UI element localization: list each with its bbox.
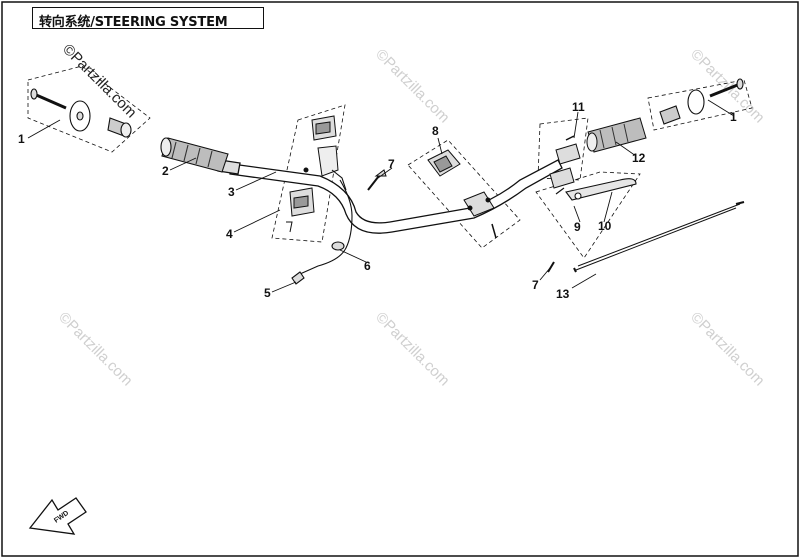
callout-1-left: 1 [18, 132, 25, 146]
callout-5: 5 [264, 286, 271, 300]
switch-assembly [286, 115, 339, 233]
fwd-arrow-icon: FWD [28, 497, 87, 535]
right-bar-end [659, 78, 744, 125]
watermark-5: ©Partzilla.com [687, 309, 768, 390]
brake-lever [555, 178, 637, 201]
callout-6: 6 [364, 259, 371, 273]
watermark-3: ©Partzilla.com [55, 309, 136, 390]
page-title: 转向系统/STEERING SYSTEM [39, 15, 228, 30]
watermark-1: ©Partzilla.com [372, 46, 453, 127]
callout-2: 2 [162, 164, 169, 178]
callout-7-right: 7 [532, 278, 539, 292]
callout-10: 10 [598, 219, 612, 233]
group-box-left-end [27, 65, 151, 153]
title-box: 转向系统/STEERING SYSTEM [32, 7, 264, 30]
leader-lines [27, 99, 735, 293]
callout-labels: 1 1 2 3 4 5 6 7 7 8 9 10 11 12 13 [18, 100, 737, 301]
callout-3: 3 [228, 185, 235, 199]
watermark-2: ©Partzilla.com [687, 46, 768, 127]
callout-12: 12 [632, 151, 646, 165]
callout-11: 11 [572, 100, 585, 114]
throttle-cable [573, 201, 745, 273]
left-grip [160, 137, 229, 173]
watermark-4: ©Partzilla.com [372, 309, 453, 390]
switch-cable [291, 169, 353, 285]
watermarks: ©Partzilla.com ©Partzilla.com ©Partzilla… [55, 41, 768, 390]
clamp-part-8 [427, 149, 497, 239]
callout-1-right: 1 [730, 110, 737, 124]
callout-4: 4 [226, 227, 233, 241]
bolt-part-7-right [547, 261, 555, 273]
callout-9: 9 [574, 220, 581, 234]
group-box-lever [535, 171, 641, 259]
callout-13: 13 [556, 287, 570, 301]
bolt-part-7-left [367, 169, 387, 191]
group-box-right-end [647, 79, 753, 131]
callout-7-left: 7 [388, 157, 395, 171]
group-box-throttle [537, 117, 589, 181]
throttle-assembly [549, 117, 647, 189]
left-bar-end [30, 88, 132, 138]
callout-8: 8 [432, 124, 439, 138]
